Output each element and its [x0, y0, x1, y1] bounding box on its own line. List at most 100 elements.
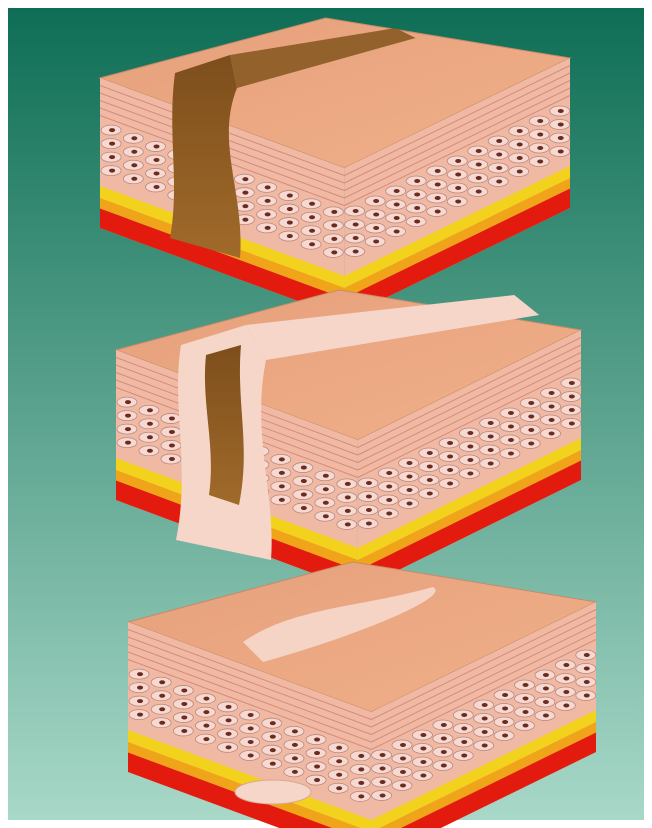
cell-nucleus: [226, 745, 232, 749]
cell-nucleus: [358, 767, 364, 771]
cell-nucleus: [517, 129, 523, 133]
cell-nucleus: [523, 697, 529, 701]
cell-nucleus: [353, 209, 359, 213]
cell-nucleus: [447, 441, 453, 445]
cell-nucleus: [549, 418, 555, 422]
cell-nucleus: [137, 686, 143, 690]
cell-nucleus: [407, 461, 413, 465]
cell-nucleus: [154, 144, 160, 148]
cell-nucleus: [394, 216, 400, 220]
cell-nucleus: [203, 737, 209, 741]
cell-nucleus: [366, 495, 372, 499]
cell-nucleus: [331, 237, 337, 241]
cell-nucleus: [476, 149, 482, 153]
cell-nucleus: [109, 142, 115, 146]
cell-nucleus: [400, 743, 406, 747]
cell-nucleus: [467, 472, 473, 476]
cell-nucleus: [287, 221, 293, 225]
cell-nucleus: [353, 250, 359, 254]
cell-nucleus: [345, 509, 351, 513]
cell-nucleus: [125, 400, 131, 404]
cell-nucleus: [265, 199, 271, 203]
cell-nucleus: [169, 443, 175, 447]
panels-group: [100, 18, 596, 828]
cell-nucleus: [279, 484, 285, 488]
cell-nucleus: [488, 421, 494, 425]
scar-deep: [235, 780, 311, 804]
cell-nucleus: [345, 482, 351, 486]
cell-nucleus: [496, 180, 502, 184]
cell-nucleus: [169, 457, 175, 461]
cell-nucleus: [314, 765, 320, 769]
cell-nucleus: [569, 381, 575, 385]
cell-nucleus: [181, 702, 187, 706]
cell-nucleus: [420, 747, 426, 751]
cell-nucleus: [407, 475, 413, 479]
cell-nucleus: [400, 770, 406, 774]
cell-nucleus: [508, 425, 514, 429]
cell-nucleus: [226, 705, 232, 709]
cell-nucleus: [584, 694, 590, 698]
cell-nucleus: [427, 492, 433, 496]
cell-nucleus: [528, 401, 534, 405]
cell-nucleus: [543, 700, 549, 704]
cell-nucleus: [353, 236, 359, 240]
cell-nucleus: [154, 158, 160, 162]
cell-nucleus: [270, 735, 276, 739]
cell-nucleus: [279, 498, 285, 502]
cell-nucleus: [394, 230, 400, 234]
cell-nucleus: [558, 136, 564, 140]
cell-nucleus: [427, 478, 433, 482]
cell-nucleus: [353, 223, 359, 227]
cell-nucleus: [181, 688, 187, 692]
cell-nucleus: [502, 720, 508, 724]
cell-nucleus: [502, 734, 508, 738]
cell-nucleus: [455, 200, 461, 204]
cell-nucleus: [331, 223, 337, 227]
cell-nucleus: [528, 442, 534, 446]
cell-nucleus: [109, 169, 115, 173]
cell-nucleus: [400, 784, 406, 788]
cell-nucleus: [169, 416, 175, 420]
cell-nucleus: [380, 794, 386, 798]
cell-nucleus: [558, 150, 564, 154]
cell-nucleus: [508, 438, 514, 442]
cell-nucleus: [336, 746, 342, 750]
cell-nucleus: [270, 748, 276, 752]
cell-nucleus: [109, 155, 115, 159]
cell-nucleus: [584, 667, 590, 671]
cell-nucleus: [242, 218, 248, 222]
cell-nucleus: [549, 391, 555, 395]
cell-nucleus: [482, 703, 488, 707]
cell-nucleus: [414, 220, 420, 224]
cell-nucleus: [558, 109, 564, 113]
cell-nucleus: [394, 203, 400, 207]
cell-nucleus: [265, 185, 271, 189]
cell-nucleus: [242, 177, 248, 181]
cell-nucleus: [447, 482, 453, 486]
cell-nucleus: [400, 757, 406, 761]
cell-nucleus: [543, 673, 549, 677]
cell-nucleus: [414, 179, 420, 183]
cell-nucleus: [563, 663, 569, 667]
cell-nucleus: [154, 171, 160, 175]
cell-nucleus: [301, 466, 307, 470]
cell-nucleus: [528, 415, 534, 419]
cell-nucleus: [447, 468, 453, 472]
cell-nucleus: [467, 431, 473, 435]
cell-nucleus: [435, 196, 441, 200]
cell-nucleus: [537, 119, 543, 123]
cell-nucleus: [226, 732, 232, 736]
cell-nucleus: [147, 449, 153, 453]
cell-nucleus: [159, 694, 165, 698]
cell-nucleus: [380, 767, 386, 771]
cell-nucleus: [558, 123, 564, 127]
cell-nucleus: [461, 740, 467, 744]
cell-nucleus: [147, 422, 153, 426]
cell-nucleus: [563, 677, 569, 681]
cell-nucleus: [336, 786, 342, 790]
cell-nucleus: [461, 727, 467, 731]
cell-nucleus: [336, 773, 342, 777]
cell-nucleus: [394, 189, 400, 193]
